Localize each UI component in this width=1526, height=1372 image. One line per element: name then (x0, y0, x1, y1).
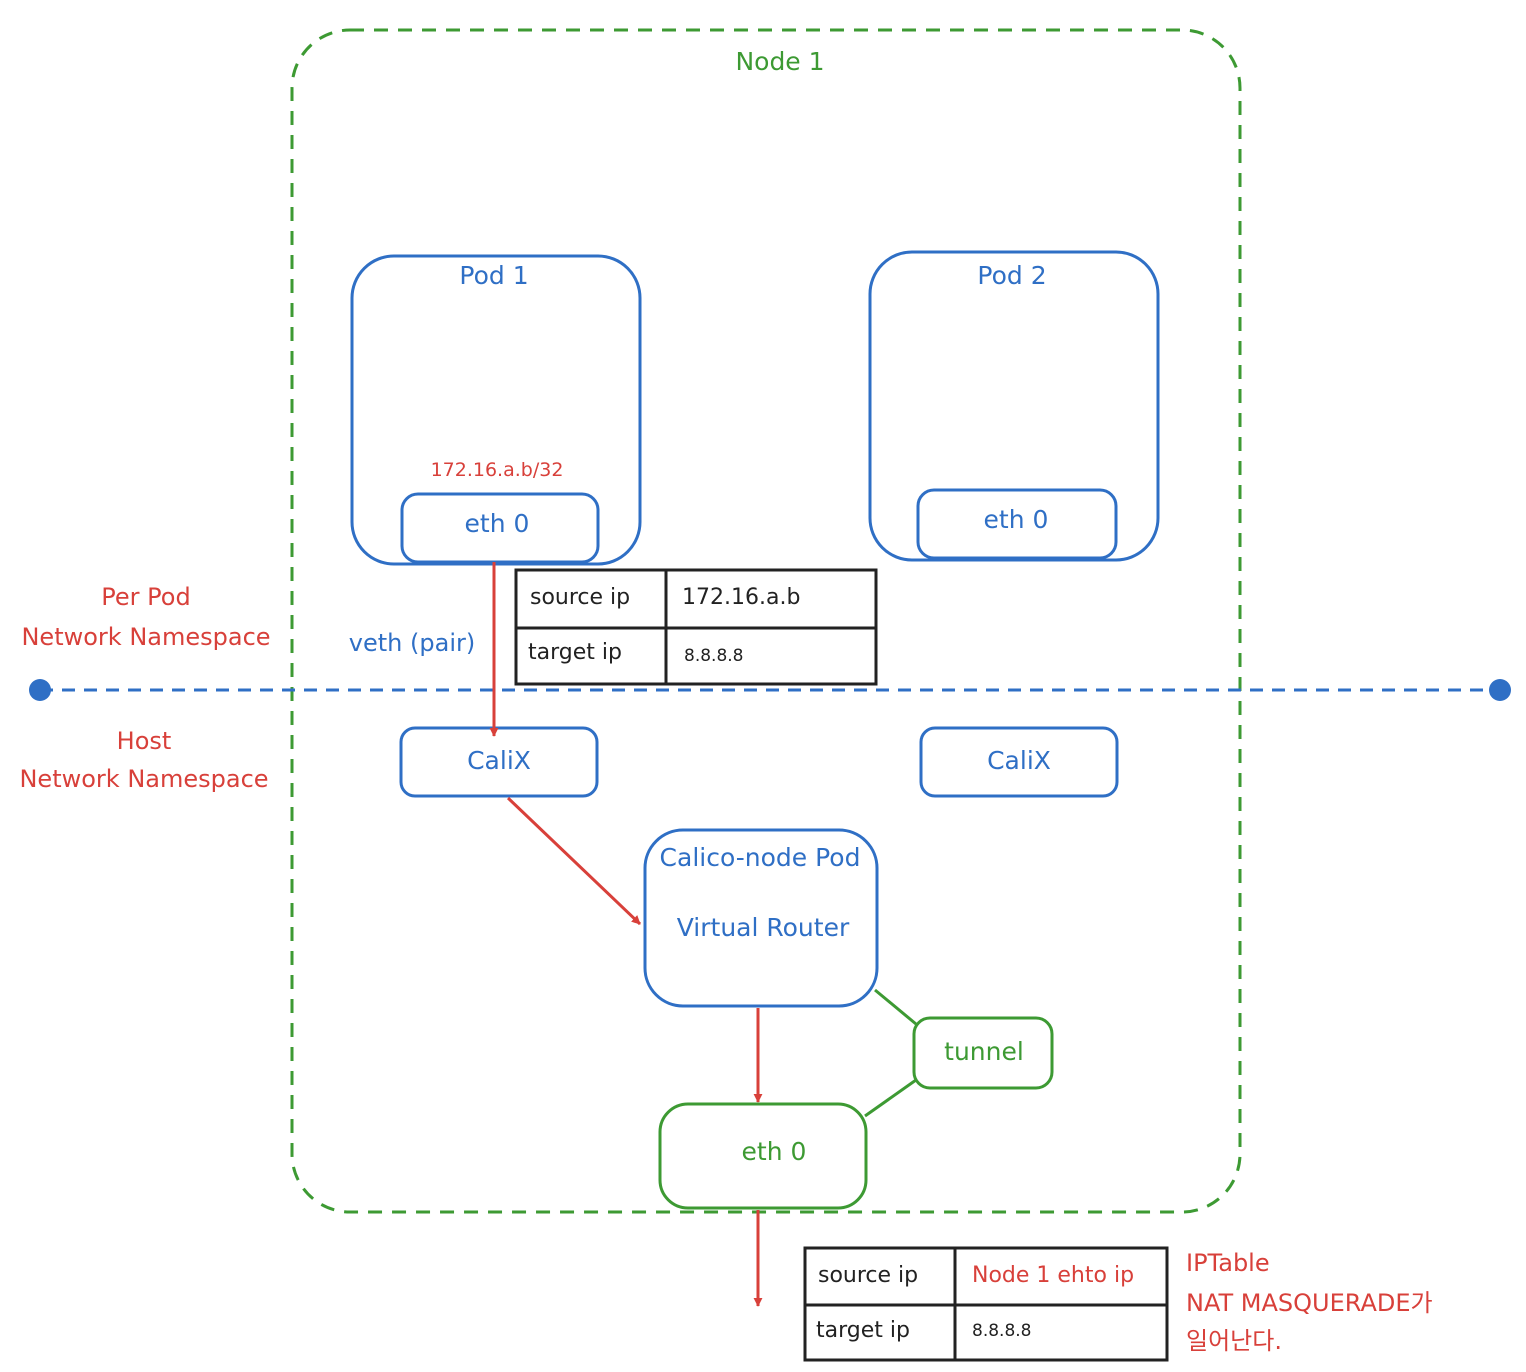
pod2-box (868, 250, 1160, 562)
pod1-ip-label: 172.16.a.b/32 (430, 459, 564, 481)
divider-left-dot (29, 679, 51, 701)
table1-target-value: 8.8.8.8 (684, 646, 744, 666)
pod2-label: Pod 2 (977, 261, 1047, 290)
host-ns-line1: Host (116, 727, 172, 755)
per-pod-ns-line1: Per Pod (101, 583, 191, 611)
table2-source-value: Node 1 ehto ip (972, 1263, 1135, 1288)
table1-target-key: target ip (528, 640, 622, 665)
table2-source-key: source ip (818, 1263, 919, 1288)
node-eth0-box (658, 1102, 868, 1210)
calico-node-box (643, 828, 879, 1008)
pod1-label: Pod 1 (459, 261, 529, 290)
node1-boundary (290, 28, 1242, 1214)
packet-table-2 (803, 1246, 1169, 1362)
tunnel-label: tunnel (944, 1037, 1024, 1066)
node1-label: Node 1 (735, 47, 825, 76)
packet-table-1 (514, 568, 878, 686)
table2-target-key: target ip (816, 1318, 910, 1343)
table1-source-key: source ip (530, 585, 631, 610)
tunnel-link-bottom (864, 1078, 917, 1118)
veth-pair-label: veth (pair) (348, 629, 476, 657)
divider-right-dot (1489, 679, 1511, 701)
table2-target-value: 8.8.8.8 (972, 1321, 1032, 1341)
virtual-router-label: Virtual Router (676, 913, 850, 942)
pod1-box (350, 254, 642, 566)
node-eth0-label: eth 0 (741, 1137, 807, 1166)
calix-right-label: CaliX (987, 746, 1051, 775)
iptable-note-line2: NAT MASQUERADE가 (1186, 1289, 1433, 1317)
iptable-note-line3: 일어난다. (1186, 1327, 1282, 1355)
calix-right-box (919, 726, 1119, 798)
calix-left-label: CaliX (467, 746, 531, 775)
table1-source-value: 172.16.a.b (682, 585, 801, 610)
per-pod-ns-line2: Network Namespace (21, 623, 271, 651)
iptable-note-line1: IPTable (1186, 1249, 1270, 1277)
calico-node-label: Calico-node Pod (659, 843, 861, 872)
pod2-eth0-box (916, 488, 1118, 560)
pod2-eth0-label: eth 0 (983, 505, 1049, 534)
tunnel-box (912, 1016, 1054, 1090)
host-ns-line2: Network Namespace (19, 765, 269, 793)
pod1-eth0-label: eth 0 (464, 509, 530, 538)
pod1-eth0-box (400, 492, 600, 564)
arrow-calix-to-router (506, 796, 642, 926)
calix-left-box (399, 726, 599, 798)
tunnel-link-top (874, 988, 917, 1026)
